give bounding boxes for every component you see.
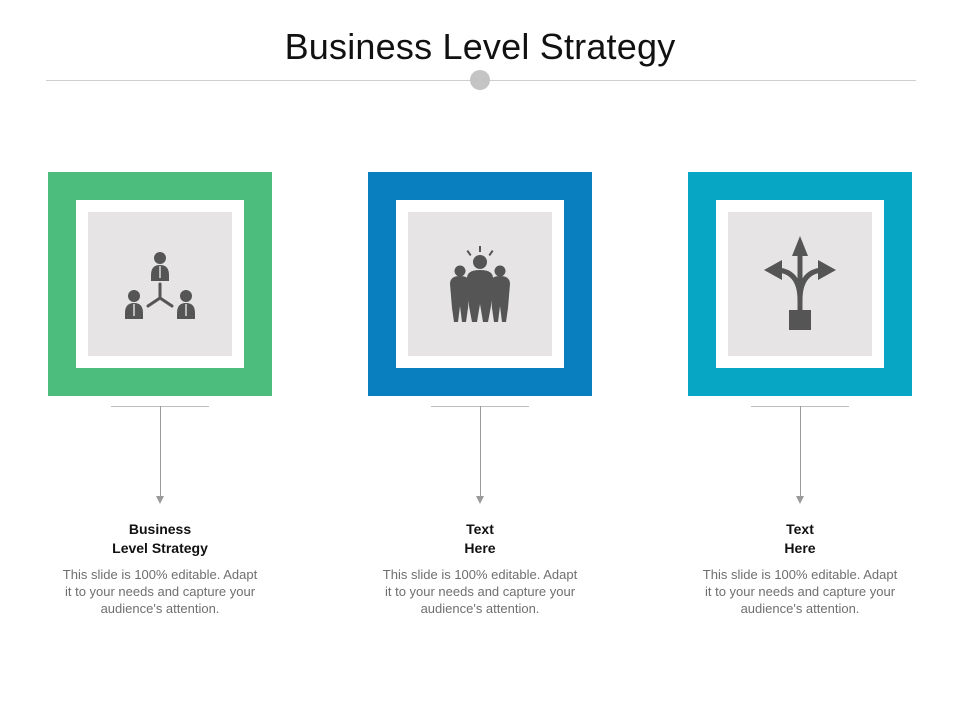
item-3-heading: Text Here [685,520,915,558]
item-2-description: This slide is 100% editable. Adapt it to… [365,566,595,617]
item-3-desc-line2: it to your needs and capture your [704,584,896,599]
item-3-description: This slide is 100% editable. Adapt it to… [685,566,915,617]
team-group-icon [450,246,510,322]
item-1-desc-line1: This slide is 100% editable. Adapt [62,567,258,582]
item-1-heading-line2: Level Strategy [112,540,208,556]
team-hierarchy-icon [125,252,195,319]
item-3-heading-line1: Text [786,521,814,537]
item-3-heading-line2: Here [784,540,816,556]
card-2-arrowhead [476,496,484,504]
item-2-heading: Text Here [365,520,595,558]
item-3-desc-line3: audience's attention. [740,601,860,616]
card-2-frame [368,172,592,396]
title-divider-dot [470,70,490,90]
card-2-connector [480,406,481,496]
item-1-heading: Business Level Strategy [45,520,275,558]
item-1-description: This slide is 100% editable. Adapt it to… [45,566,275,617]
card-1-connector [160,406,161,496]
item-1-desc-line3: audience's attention. [100,601,220,616]
item-2-desc-line2: it to your needs and capture your [384,584,576,599]
item-2-heading-line2: Here [464,540,496,556]
slide-title: Business Level Strategy [284,26,676,67]
card-3-arrowhead [796,496,804,504]
item-3-desc-line1: This slide is 100% editable. Adapt [702,567,898,582]
item-2-desc-line3: audience's attention. [420,601,540,616]
card-1-frame [48,172,272,396]
direction-arrows-icon [764,236,836,330]
card-3-frame [688,172,912,396]
item-1-desc-line2: it to your needs and capture your [64,584,256,599]
card-1-arrowhead [156,496,164,504]
card-3-connector [800,406,801,496]
item-1-heading-line1: Business [128,521,192,537]
item-2-desc-line1: This slide is 100% editable. Adapt [382,567,578,582]
item-2-heading-line1: Text [466,521,494,537]
